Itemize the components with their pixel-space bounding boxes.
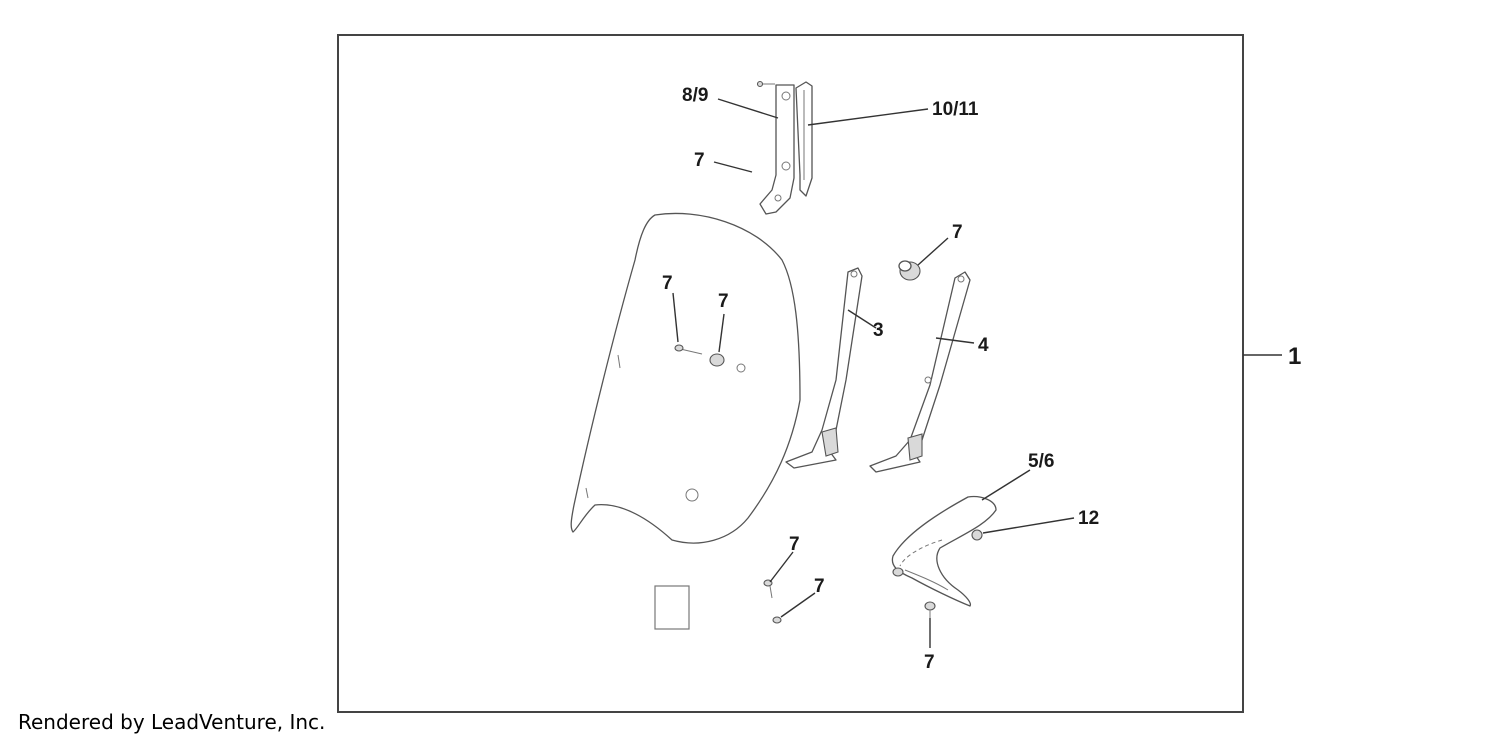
leader-stay-right [935,337,975,344]
callout-stay-left[interactable]: 3 [873,320,884,341]
loose-screw-a [763,579,773,599]
stay-nut [898,260,921,281]
stay-right [869,271,971,473]
callout-screw-loose-b[interactable]: 7 [814,576,825,597]
bracket-screw [756,80,775,88]
callout-screw-loose-a[interactable]: 7 [789,534,800,555]
leader-stay-left [847,309,877,329]
instruction-sheet [654,585,690,630]
leader-screw-loose-a [769,551,794,583]
callout-assembly[interactable]: 1 [1288,343,1301,370]
leader-screw-screen-b [718,313,725,353]
leader-bracket-right [807,108,929,126]
upper-bracket-right [795,81,813,197]
callout-screw-cover[interactable]: 7 [924,652,935,673]
assembly-frame [337,34,1244,713]
callout-screw-screen-a[interactable]: 7 [662,273,673,294]
callout-bracket-right[interactable]: 10/11 [932,99,979,120]
callout-bracket-left[interactable]: 8/9 [682,85,708,106]
leader-screw-loose-b [780,592,816,618]
leader-bracket-left [717,98,779,119]
callout-screw-screen-b[interactable]: 7 [718,291,729,312]
screen-fastener [674,344,746,373]
callout-stay-right[interactable]: 4 [978,335,989,356]
windscreen [570,212,801,544]
cover-screw [924,601,936,618]
leader-screw-bracket [713,161,753,173]
leader-screw-screen-a [672,292,679,343]
leader-nut-stay [917,237,949,266]
callout-cover[interactable]: 5/6 [1028,451,1054,472]
callout-screw-bracket[interactable]: 7 [694,150,705,171]
collar [971,529,983,541]
callout-nut-stay[interactable]: 7 [952,222,963,243]
lower-cover [891,495,997,607]
loose-screw-b [772,616,782,624]
leader-cover [981,469,1031,501]
leader-collar [982,517,1075,534]
callout-collar[interactable]: 12 [1078,508,1099,529]
stay-left [785,267,863,469]
footer-credit: Rendered by LeadVenture, Inc. [18,710,326,734]
upper-bracket-left [759,84,795,215]
